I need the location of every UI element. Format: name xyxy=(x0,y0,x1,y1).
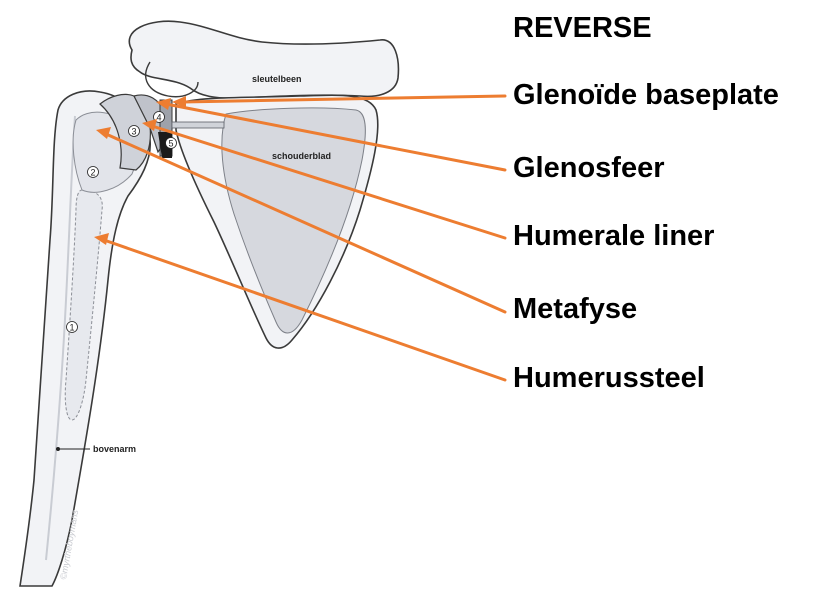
baseplate-screw xyxy=(172,122,224,128)
svg-text:4: 4 xyxy=(156,113,161,123)
diagram-title: REVERSE xyxy=(513,14,652,43)
label-glenosphere: Glenosfeer xyxy=(513,154,665,183)
label-metaphysis: Metafyse xyxy=(513,295,637,324)
scapula-body xyxy=(222,108,366,333)
part-number-3: 3 xyxy=(129,126,140,137)
label-humeral-stem: Humerussteel xyxy=(513,364,705,393)
part-number-5: 5 xyxy=(166,138,177,149)
svg-text:1: 1 xyxy=(69,323,74,333)
part-number-1: 1 xyxy=(67,322,78,333)
label-glenoid-baseplate: Glenoïde baseplate xyxy=(513,81,779,110)
svg-text:3: 3 xyxy=(131,127,136,137)
clavicle-label: sleutelbeen xyxy=(252,74,302,84)
label-humeral-liner: Humerale liner xyxy=(513,222,714,251)
svg-text:2: 2 xyxy=(90,168,95,178)
humerus-label: bovenarm xyxy=(93,444,136,454)
scapula-label: schouderblad xyxy=(272,151,331,161)
svg-text:5: 5 xyxy=(168,139,173,149)
clavicle-bone xyxy=(129,21,398,98)
part-number-2: 2 xyxy=(88,167,99,178)
